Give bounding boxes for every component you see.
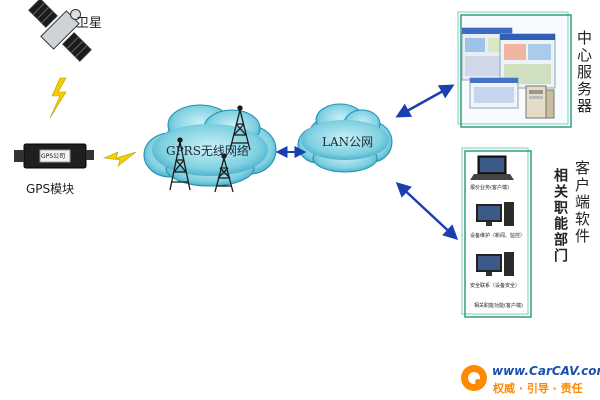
server-panel — [457, 11, 572, 128]
client-software-label: 客户端软件 — [573, 160, 591, 245]
tower-icon — [229, 105, 251, 151]
lan-network-label: LAN公网 — [322, 135, 374, 149]
lan-cloud — [297, 103, 393, 173]
client-caption-1: 报价业务(客户端) — [470, 185, 509, 191]
carcav-logo-icon — [461, 365, 487, 391]
satellite-label: 卫星 — [76, 16, 103, 31]
gps-module-label: GPS模块 — [26, 182, 75, 196]
gps-module-icon — [14, 143, 94, 169]
desktop-pc-icon — [476, 202, 514, 226]
server-tower-icon — [525, 85, 555, 119]
lightning-icon — [102, 151, 137, 167]
lan-client-arrow — [395, 181, 459, 241]
departments-label: 相关职能部门 — [552, 168, 568, 264]
satellite-icon — [28, 0, 92, 62]
gps-device-text: GPS公司 — [41, 153, 66, 160]
lan-server-arrow — [395, 84, 455, 118]
tower-icon — [214, 153, 234, 193]
watermark-site: www.CarCAV.com — [492, 364, 600, 378]
client-panel — [461, 147, 532, 318]
server-screenshot-icon — [461, 27, 556, 109]
desktop-pc-icon — [476, 252, 514, 276]
gprs-network-label: GPRS无线网络 — [166, 144, 249, 158]
central-server-label: 中心服务器 — [575, 30, 593, 115]
client-caption-3: 安全联系（设备安全） — [470, 283, 521, 289]
client-caption-2: 设备维护（新闻、监控） — [470, 233, 526, 239]
client-footer-caption: 相关职能功能(客户端) — [474, 303, 523, 309]
laptop-icon — [470, 155, 514, 180]
lightning-icon — [49, 77, 67, 119]
tower-icon — [169, 137, 191, 191]
watermark-slogan: 权威 · 引导 · 责任 — [493, 382, 583, 395]
